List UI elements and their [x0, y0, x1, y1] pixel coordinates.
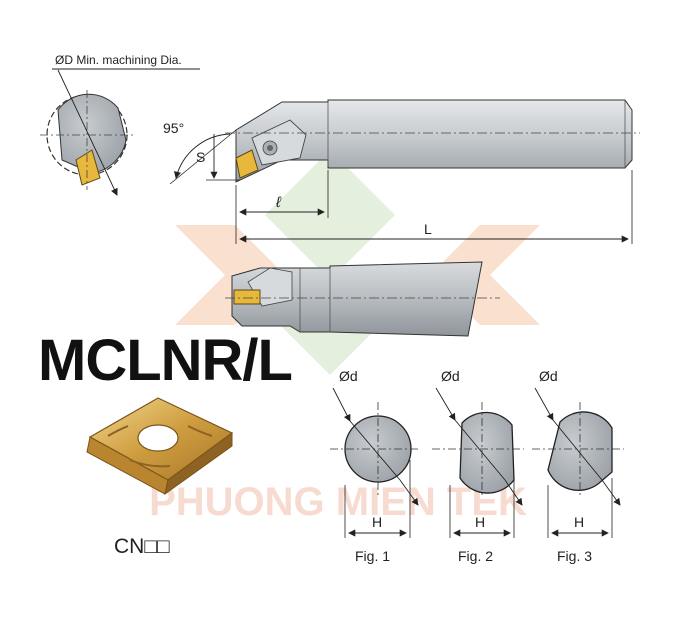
figure-3-caption: Fig. 3 [557, 548, 592, 564]
figure-2-h-label: H [475, 514, 485, 530]
figure-1-d-label: Ød [339, 368, 358, 384]
figure-2 [432, 387, 524, 538]
boring-bar-side-view [225, 261, 500, 337]
figure-3-h-label: H [574, 514, 584, 530]
figure-3-d-label: Ød [539, 368, 558, 384]
boring-bar-top-view [169, 99, 640, 244]
end-view-top [40, 68, 200, 196]
figure-3 [532, 387, 624, 538]
figure-1 [330, 387, 420, 538]
figure-1-h-label: H [372, 514, 382, 530]
product-title: MCLNR/L [38, 328, 293, 393]
cnmg-insert-image [86, 397, 234, 496]
figure-2-d-label: Ød [441, 368, 460, 384]
figure-2-caption: Fig. 2 [458, 548, 493, 564]
s-label: S [196, 149, 205, 165]
watermark-text: PHUONG MIEN TEK [149, 480, 527, 524]
l-small-label: ℓ [275, 194, 282, 211]
l-big-label: L [424, 221, 432, 237]
figure-1-caption: Fig. 1 [355, 548, 390, 564]
min-machining-dia-label: ØD Min. machining Dia. [55, 53, 182, 67]
angle-label: 95° [163, 120, 184, 136]
insert-code-label: CN□□ [114, 535, 170, 558]
